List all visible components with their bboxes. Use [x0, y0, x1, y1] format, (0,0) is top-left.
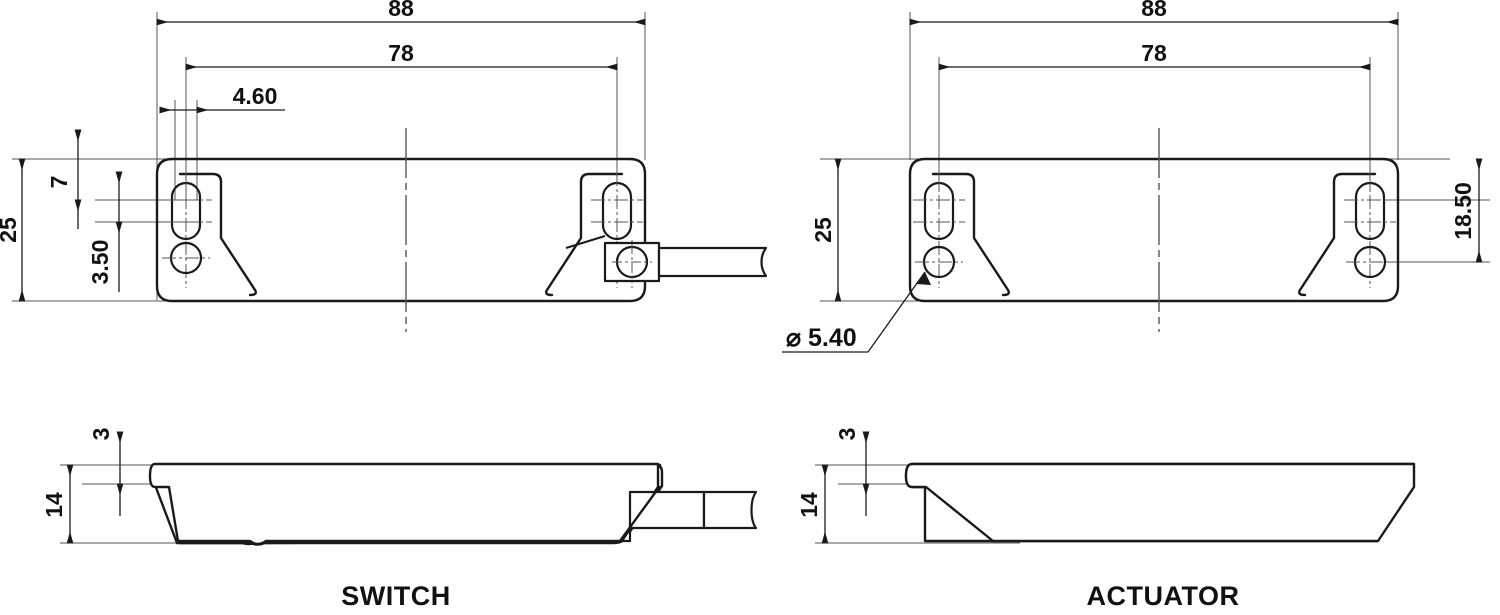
switch-side-body-exact — [148, 462, 660, 546]
dim-actuator-hole-dia: ⌀ 5.40 — [782, 271, 931, 353]
dim-switch-7: 7 — [46, 129, 82, 229]
view-label-actuator: ACTUATOR — [1087, 581, 1240, 611]
dim-label-14-switch: 14 — [41, 492, 67, 518]
dim-switch-side-3: 3 — [88, 428, 124, 516]
dim-label-88-actuator: 88 — [1141, 0, 1167, 21]
actuator-left-slot-centrelines — [913, 172, 965, 288]
dim-actuator-88: 88 — [909, 0, 1399, 26]
dim-label-4-60: 4.60 — [233, 83, 278, 109]
dim-label-78-actuator: 78 — [1141, 40, 1167, 66]
actuator-body-profile — [908, 157, 1400, 303]
dim-label-78-switch: 78 — [388, 40, 414, 66]
dim-label-25-actuator: 25 — [810, 217, 836, 243]
dim-label-dia-5-40: ⌀ 5.40 — [786, 324, 857, 352]
dim-actuator-side-3: 3 — [834, 428, 870, 516]
view-switch-top: 88 78 4.60 25 7 — [0, 0, 768, 332]
dim-label-14-actuator: 14 — [796, 492, 822, 518]
switch-cable — [657, 246, 768, 278]
dim-label-3-actuator: 3 — [834, 428, 860, 441]
actuator-side-body-exact — [904, 462, 1416, 543]
switch-left-slot-centrelines — [160, 172, 212, 288]
actuator-right-slot-centrelines — [1344, 172, 1396, 288]
dim-switch-88: 88 — [156, 0, 646, 26]
dim-switch-350: 3.50 — [87, 171, 123, 292]
dim-actuator-1850: 18.50 — [1450, 158, 1483, 263]
switch-left-slot — [170, 181, 202, 241]
actuator-left-slot — [923, 181, 955, 241]
dim-switch-25: 25 — [0, 158, 26, 302]
switch-right-slot — [601, 181, 633, 241]
dim-actuator-25: 25 — [810, 158, 842, 302]
dim-label-7: 7 — [46, 176, 72, 189]
actuator-right-slot — [1354, 181, 1386, 241]
dim-label-25-switch: 25 — [0, 217, 21, 243]
dim-label-3-switch: 3 — [88, 428, 114, 441]
switch-gland-chamfer — [565, 235, 606, 249]
dim-actuator-78: 78 — [938, 40, 1371, 71]
dim-label-3-50: 3.50 — [87, 240, 113, 285]
view-switch-side: 3 14 SWITCH — [41, 428, 758, 611]
dim-label-88-switch: 88 — [388, 0, 414, 21]
view-label-switch: SWITCH — [341, 581, 450, 611]
dim-switch-460: 4.60 — [159, 83, 285, 114]
dim-switch-side-14: 14 — [41, 464, 74, 544]
dim-switch-78: 78 — [185, 40, 618, 71]
switch-body-profile — [155, 157, 647, 303]
dim-actuator-side-14: 14 — [796, 464, 829, 544]
switch-right-hole-overlay-centrelines — [612, 244, 652, 280]
view-actuator-side: 3 14 ACTUATOR — [796, 428, 1416, 611]
view-actuator-top: 88 78 25 18.50 ⌀ 5.40 — [782, 0, 1490, 353]
dim-label-18-50: 18.50 — [1450, 182, 1476, 240]
switch-side-chamfer — [619, 485, 661, 542]
